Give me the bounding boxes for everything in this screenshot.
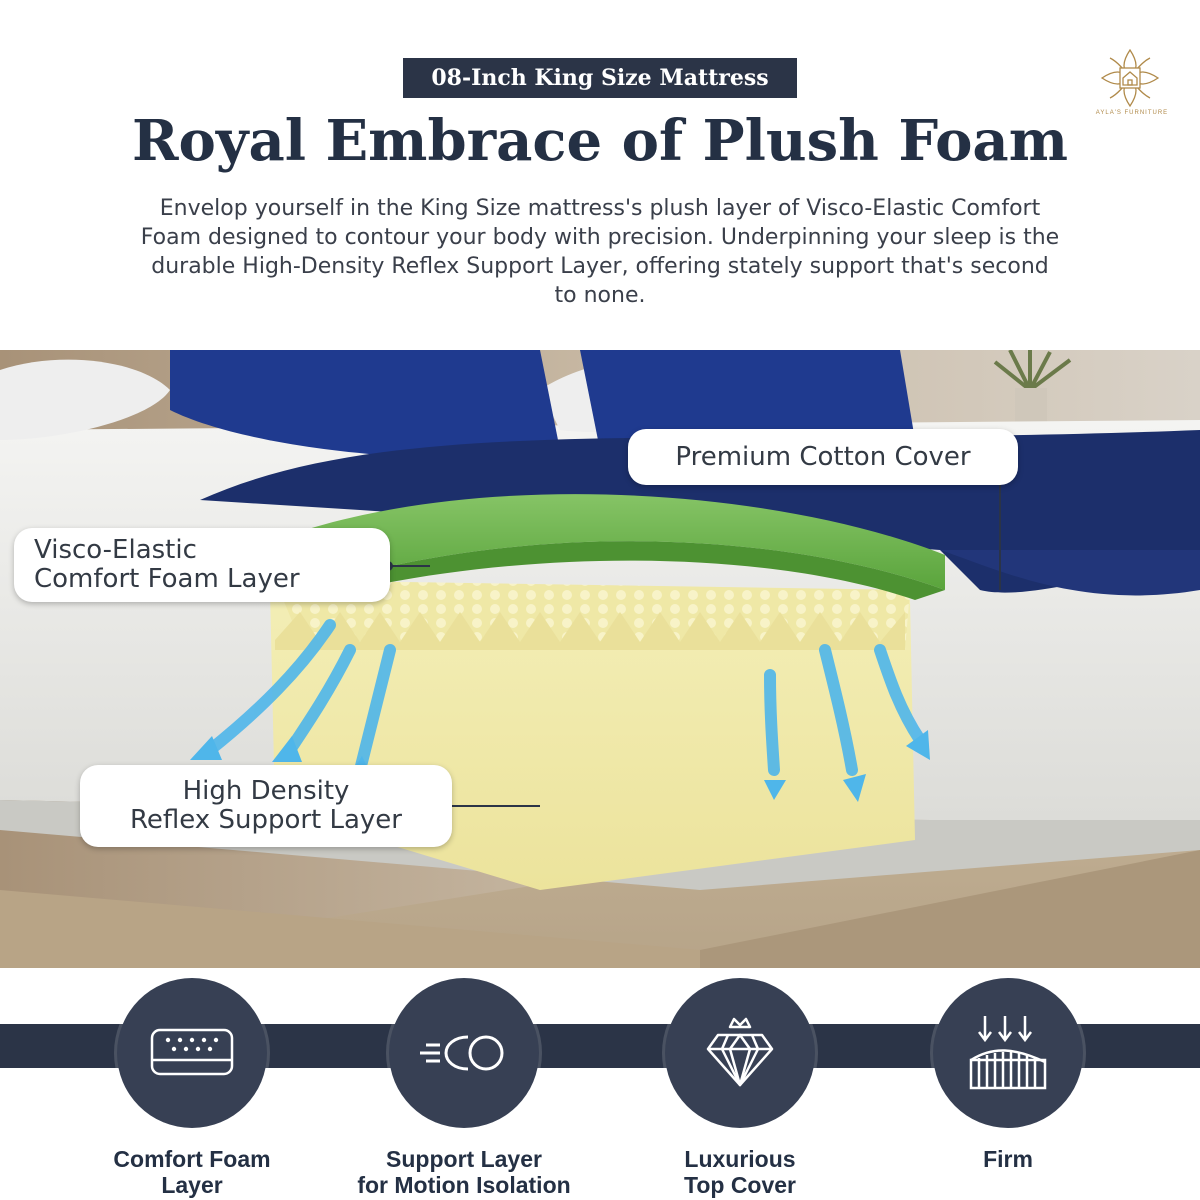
callout-visco-elastic-layer: Visco-Elastic Comfort Foam Layer	[14, 528, 390, 602]
feature-circle	[117, 978, 267, 1128]
diamond-crown-icon	[706, 1017, 774, 1087]
mattress-icon	[150, 1028, 234, 1076]
callout-cover-text: Premium Cotton Cover	[675, 441, 971, 472]
feature-comfort-foam: Comfort Foam Layer	[62, 978, 322, 1198]
feature-luxurious-cover: Luxurious Top Cover	[610, 978, 870, 1198]
callout-hd-line1: High Density	[182, 776, 350, 806]
product-tag: 08-Inch King Size Mattress	[403, 58, 797, 98]
feature-support-layer: Support Layer for Motion Isolation	[334, 978, 594, 1198]
feature-circle	[665, 978, 815, 1128]
feature-label-line2: Top Cover	[683, 1172, 797, 1198]
feature-circle	[389, 978, 539, 1128]
callout-premium-cotton-cover: Premium Cotton Cover	[628, 429, 1018, 485]
brand-logo-text: AYLA'S FURNITURE	[1095, 110, 1169, 116]
firm-spring-icon	[969, 1016, 1047, 1090]
feature-circle	[933, 978, 1083, 1128]
feature-label-line2: Layer	[161, 1172, 223, 1198]
header-section: 08-Inch King Size Mattress Royal Embrace…	[0, 0, 1200, 350]
feature-firm: Firm	[878, 978, 1138, 1172]
callout-high-density-layer: High Density Reflex Support Layer	[80, 765, 452, 847]
product-description: Envelop yourself in the King Size mattre…	[140, 196, 1060, 308]
brand-logo-icon	[1100, 48, 1160, 108]
feature-label-line2: for Motion Isolation	[357, 1172, 571, 1198]
feature-label-line1: Firm	[983, 1146, 1033, 1172]
page-title: Royal Embrace of Plush Foam	[132, 108, 1068, 174]
callout-visco-line2: Comfort Foam Layer	[34, 564, 300, 594]
callout-hd-line2: Reflex Support Layer	[130, 805, 402, 835]
feature-label-line1: Comfort Foam	[113, 1146, 271, 1172]
eco-icon	[420, 1035, 504, 1071]
feature-label-line1: Support Layer	[386, 1146, 542, 1172]
feature-label-line1: Luxurious	[684, 1146, 796, 1172]
callout-visco-line1: Visco-Elastic	[34, 535, 197, 565]
